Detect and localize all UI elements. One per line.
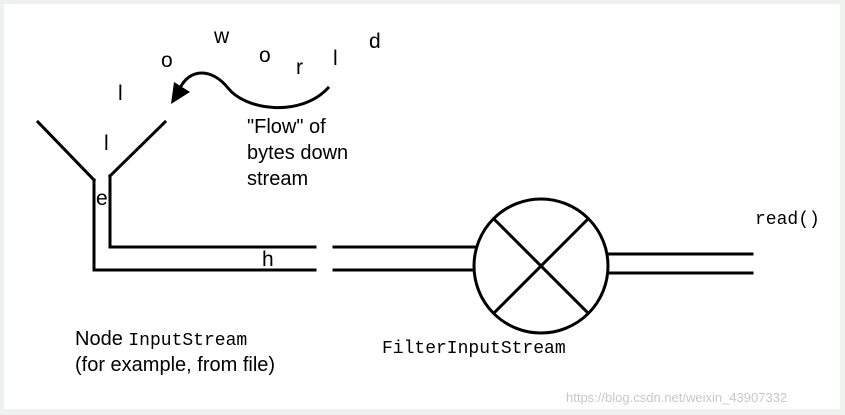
flow-letter-l-1: l	[333, 47, 338, 70]
frame-right	[840, 0, 845, 415]
flow-arrowhead	[171, 82, 190, 104]
flow-letter-h: h	[262, 248, 274, 271]
read-label: read()	[755, 210, 820, 230]
filter-cross-b	[491, 216, 591, 316]
watermark: https://blog.csdn.net/weixin_43907332	[566, 390, 787, 405]
flow-caption-line-2: bytes down	[247, 142, 348, 164]
node-caption-class-name: InputStream	[128, 331, 247, 351]
flow-letter-d: d	[369, 30, 381, 53]
flow-letter-w: w	[213, 25, 230, 48]
node-caption-prefix: Node	[75, 328, 128, 350]
frame-top	[0, 0, 845, 4]
frame-left	[0, 0, 4, 415]
flow-letter-e: e	[96, 187, 108, 210]
filter-circle	[472, 197, 610, 335]
flow-letter-l-2: l	[118, 82, 123, 105]
flow-letter-l-3: l	[104, 132, 109, 155]
frame-bottom	[0, 409, 845, 415]
flow-caption-line-3: stream	[247, 168, 308, 190]
flow-letter-o-1: o	[161, 49, 173, 72]
flow-letter-o-2: o	[259, 44, 271, 67]
funnel-left-wall	[35, 119, 97, 183]
node-caption-line-1: Node InputStream	[75, 328, 247, 351]
flow-curve-arrow	[177, 71, 331, 109]
filter-label: FilterInputStream	[382, 339, 566, 359]
node-caption-line-2: (for example, from file)	[75, 354, 275, 376]
flow-caption-line-1: "Flow" of	[247, 116, 326, 138]
funnel-right-wall	[107, 119, 168, 179]
flow-letter-r: r	[296, 56, 303, 79]
